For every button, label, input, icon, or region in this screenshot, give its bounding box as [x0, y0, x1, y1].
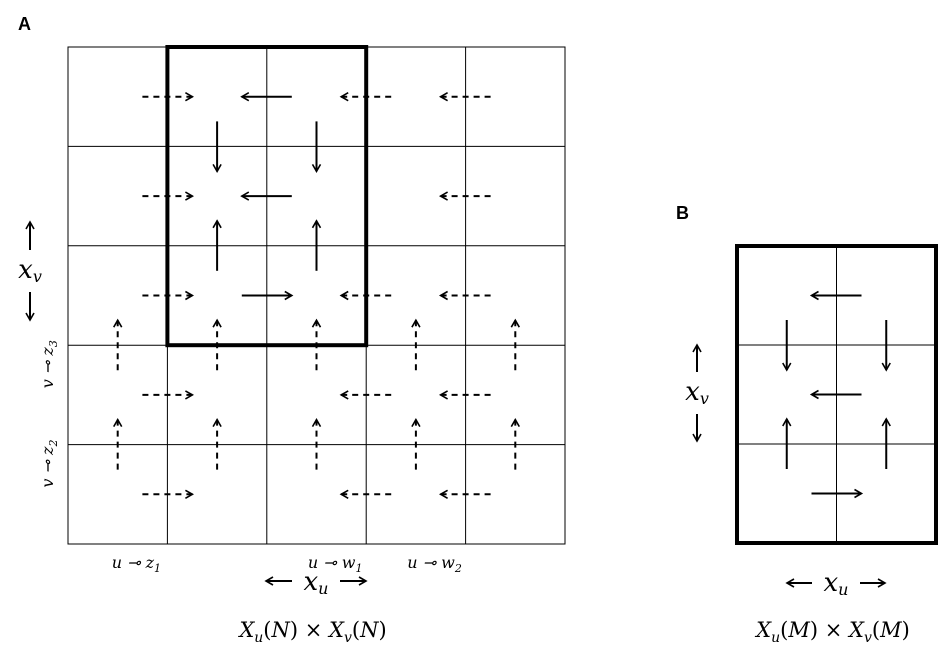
panel-a-y-axis-label: xv	[18, 255, 42, 286]
panel-b: B xu xv Xu(M) × Xv(M)	[676, 203, 938, 646]
panel-a-boundary-labels: u ⊸ z1 u ⊸ w1 u ⊸ w2 v ⊸ z3 v ⊸ z2	[38, 340, 462, 575]
boundary-label-left: v ⊸ z3	[38, 340, 60, 388]
boundary-label-bottom: u ⊸ w1	[308, 553, 363, 575]
panel-b-arrows	[782, 290, 891, 499]
panel-a-caption: Xu(N) × Xv(N)	[237, 618, 386, 646]
panel-b-x-axis: xu	[785, 568, 887, 599]
panel-b-y-axis: xv	[685, 343, 709, 443]
panel-b-highlight-box	[735, 244, 938, 545]
panel-b-caption: Xu(M) × Xv(M)	[754, 618, 910, 646]
panel-a-arrows	[113, 92, 520, 499]
boundary-label-bottom: u ⊸ w2	[407, 553, 462, 575]
panel-b-y-axis-label: xv	[685, 377, 709, 408]
panel-a-label: A	[18, 14, 31, 34]
boundary-label-bottom: u ⊸ z1	[112, 553, 161, 575]
panel-b-x-axis-label: xu	[824, 568, 849, 599]
panel-a-grid	[67, 45, 566, 545]
boundary-label-left: v ⊸ z2	[38, 440, 60, 488]
panel-b-label: B	[676, 203, 689, 223]
panel-a-y-axis: xv	[18, 220, 42, 322]
